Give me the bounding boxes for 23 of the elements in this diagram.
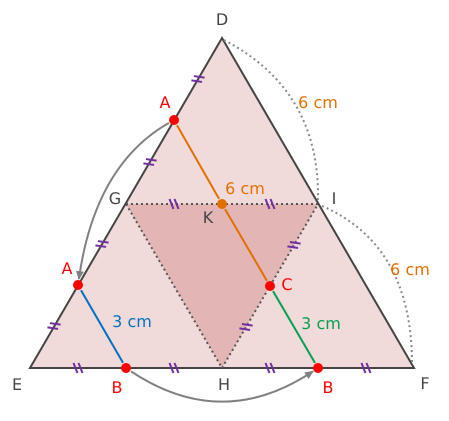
line-segment — [272, 290, 316, 364]
point-label: B — [322, 380, 334, 396]
point-label: A — [160, 95, 170, 111]
point-label: C — [281, 277, 293, 293]
curved-arrow — [130, 370, 314, 403]
vertex-label: F — [420, 376, 430, 392]
vertex-label: E — [12, 377, 22, 393]
vertex-label: D — [216, 12, 228, 28]
length-label: 3 cm — [301, 316, 341, 332]
curved-arrow — [76, 122, 170, 280]
vertex-label: G — [108, 191, 122, 207]
length-label: 6 cm — [298, 95, 338, 111]
vertex-label: I — [332, 191, 336, 207]
length-label: 3 cm — [112, 314, 152, 330]
length-label: 6 cm — [390, 262, 430, 278]
length-label: 6 cm — [225, 181, 265, 197]
vertex-label: H — [218, 377, 230, 393]
point-label: K — [202, 210, 214, 226]
point-label: B — [112, 380, 122, 396]
point-label: A — [62, 261, 72, 277]
line-segment — [224, 208, 268, 282]
line-segment — [176, 124, 220, 200]
line-segment — [80, 290, 124, 364]
